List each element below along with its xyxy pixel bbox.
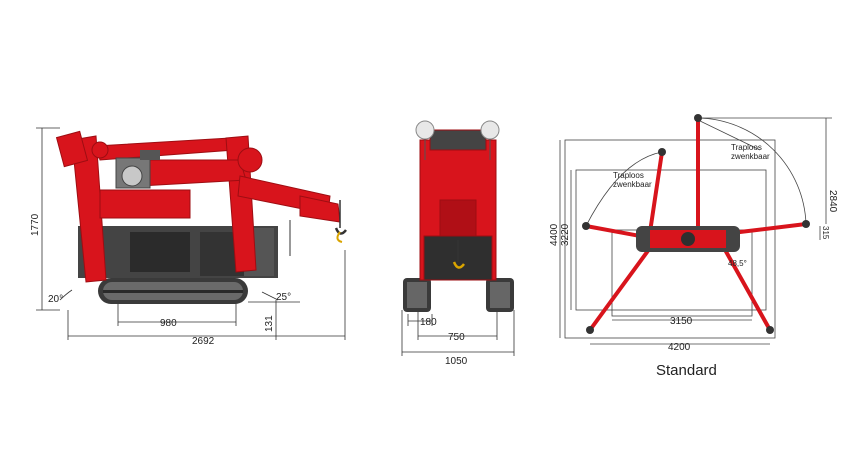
side-angle-front-label: 20° [48, 294, 63, 305]
side-ground-clearance-label: 131 [264, 315, 275, 332]
top-note-right-line2: zwenkbaar [731, 152, 770, 161]
side-hook [289, 200, 347, 256]
top-view: 4400 3220 2840 315 4200 3150 48,5° Trapl… [549, 114, 838, 379]
top-inner-span-label: 3220 [560, 223, 571, 246]
side-angle-rear-label: 25° [276, 292, 291, 303]
top-outrigger-length-label: 4400 [549, 223, 560, 246]
top-pads [582, 114, 810, 334]
front-tracks [403, 278, 514, 312]
top-body [636, 226, 740, 252]
side-height-label: 1770 [30, 213, 41, 236]
front-track-width-label: 180 [420, 317, 437, 328]
top-note-left-line1: Traploos [613, 171, 644, 180]
front-total-width-label: 1050 [445, 356, 468, 367]
side-frame [55, 130, 341, 283]
top-outriggers [584, 116, 808, 332]
top-note-right-line1: Traploos [731, 143, 762, 152]
top-outer-width-label: 4200 [668, 342, 691, 353]
front-hook [452, 240, 465, 269]
side-total-length-label: 2692 [192, 336, 215, 347]
side-track-length-label: 980 [160, 318, 177, 329]
front-dimension-lines [401, 310, 515, 356]
top-rear-reach-label: 2840 [827, 190, 838, 213]
top-inner-width-label: 3150 [670, 316, 693, 327]
top-note-left-line2: zwenkbaar [613, 180, 652, 189]
top-angle-label: 48,5° [728, 259, 747, 268]
top-caption: Standard [656, 362, 717, 379]
side-track [98, 278, 248, 304]
top-pad-offset-label: 315 [821, 226, 830, 240]
side-winch [115, 150, 160, 189]
side-view: 1770 20° 25° 980 2692 131 [30, 127, 347, 347]
front-inner-width-label: 750 [448, 332, 465, 343]
front-view: 180 750 1050 [401, 120, 515, 367]
side-dimension-lines [36, 127, 346, 340]
front-lights [415, 120, 500, 160]
